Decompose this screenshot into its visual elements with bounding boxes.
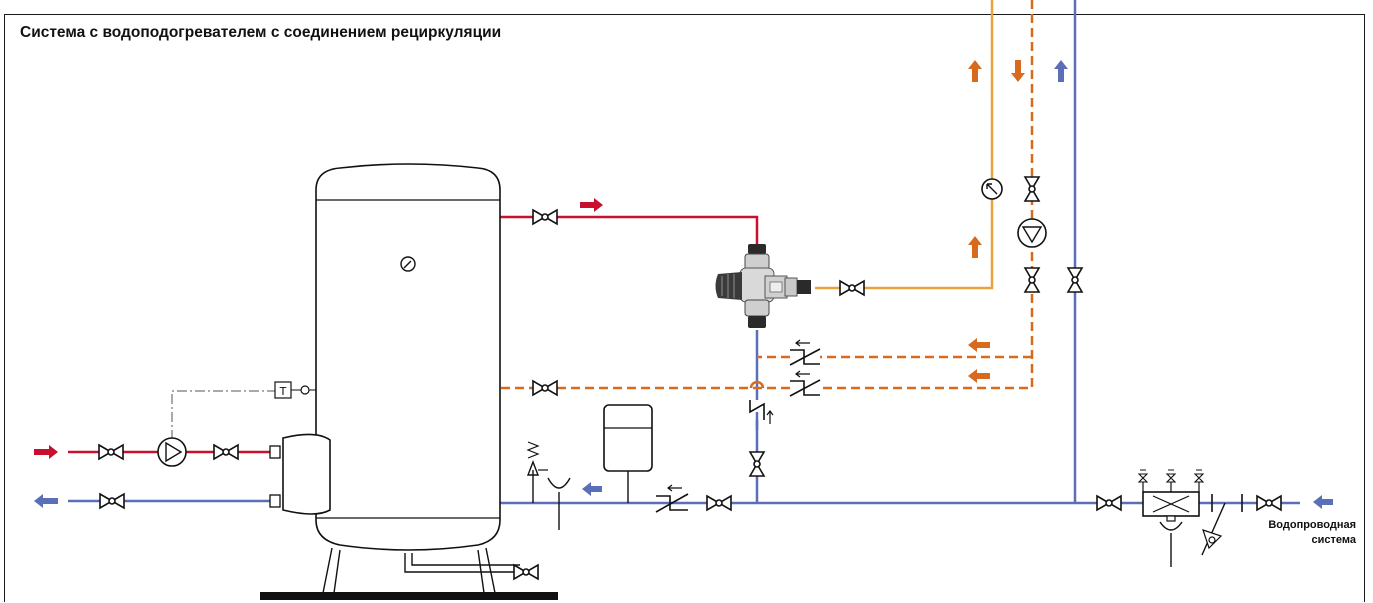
cold-flow-arrow-up — [1054, 60, 1068, 82]
recirc-flow-arrow-1 — [968, 338, 990, 352]
mains-water-label: Водопроводная система — [1268, 518, 1356, 548]
cold-flow-arrow-1 — [582, 482, 602, 496]
cold-to-mixer-valve-icon — [749, 451, 765, 477]
thermostatic-mixing-valve-icon — [715, 244, 811, 328]
mains-valve-2-icon — [1256, 495, 1282, 511]
recirc-check-valve-1-icon — [789, 339, 821, 366]
backflow-preventer-icon — [1201, 494, 1243, 556]
storage-tank — [260, 163, 558, 600]
hot-outlet-valve-icon — [532, 209, 558, 225]
recirc-valve-bottom-icon — [1024, 267, 1040, 293]
drain-valve-icon — [513, 564, 539, 580]
check-valve-icon — [749, 400, 774, 430]
filter-icon — [1137, 469, 1205, 567]
mixed-outlet-valve-icon — [839, 280, 865, 296]
hot-flow-arrow — [580, 198, 603, 212]
pressure-gauge-riser-icon — [981, 178, 1003, 200]
mixed-flow-arrow-up-2 — [968, 236, 982, 258]
mains-label-line1: Водопроводная — [1268, 519, 1356, 531]
recirc-flow-arrow-down — [1011, 60, 1025, 82]
temperature-sensor-label: T — [279, 385, 287, 398]
diagram-frame — [4, 14, 1365, 602]
expansion-vessel-icon — [603, 404, 653, 503]
recirc-pump-icon — [1017, 218, 1047, 248]
mains-valve-1-icon — [1096, 495, 1122, 511]
cold-riser-valve-icon — [1067, 267, 1083, 293]
recirculation-pipe — [500, 0, 1034, 390]
diagram-title: Система с водоподогревателем с соединени… — [20, 24, 502, 41]
control-line — [171, 390, 275, 440]
heating-return-valve-icon — [99, 493, 125, 509]
mixed-hot-pipe — [815, 0, 994, 290]
hot-supply-pipe — [500, 215, 759, 245]
mixed-flow-arrow-up-1 — [968, 60, 982, 82]
mains-flow-arrow — [1313, 495, 1333, 509]
heating-valve-2-icon — [213, 444, 239, 460]
safety-valve-icon — [526, 441, 548, 503]
cold-inlet-valve-icon — [706, 495, 732, 511]
heating-flow-in-arrow — [34, 445, 58, 459]
recirc-valve-top-icon — [1024, 176, 1040, 202]
pipe-crossover — [749, 380, 765, 389]
heating-flow-out-arrow — [34, 494, 58, 508]
cold-check-valve-icon — [655, 484, 689, 513]
recirculation-inlet-valve-icon — [532, 380, 558, 396]
heating-pump-icon — [157, 437, 187, 467]
mains-label-line2: система — [1311, 534, 1356, 546]
drain-funnel-icon — [547, 477, 571, 530]
pressure-gauge-icon — [400, 256, 416, 272]
heating-inlet-valve-icon — [98, 444, 124, 460]
recirc-check-valve-2-icon — [789, 370, 821, 397]
recirc-flow-arrow-2 — [968, 369, 990, 383]
